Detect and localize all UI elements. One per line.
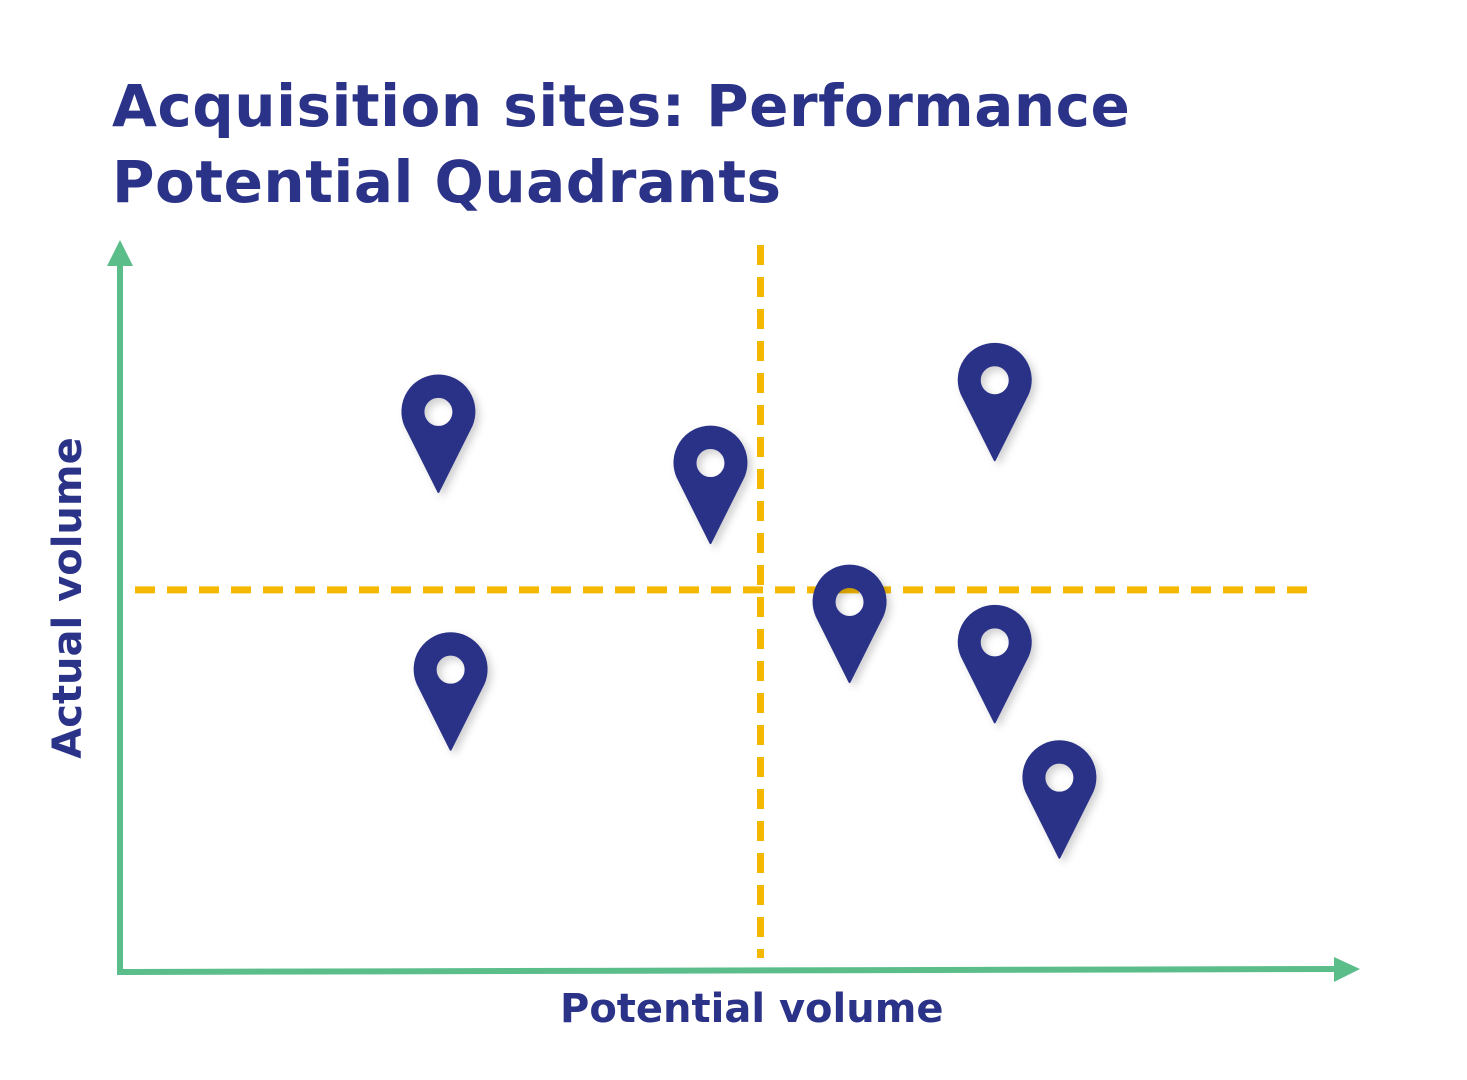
map-pin-icon point-3 bbox=[957, 342, 1032, 462]
x-axis bbox=[116, 966, 1339, 975]
y-axis-label: Actual volume bbox=[45, 437, 91, 759]
chart-title-line-1: Acquisition sites: Performance bbox=[112, 72, 1131, 140]
chart-title-line-2: Potential Quadrants bbox=[112, 148, 782, 216]
y-axis-arrow bbox=[107, 240, 133, 266]
points bbox=[401, 342, 1097, 859]
x-axis-label: Potential volume bbox=[560, 986, 944, 1032]
chart-title: Acquisition sites: Performance Potential… bbox=[112, 68, 1130, 220]
x-axis-arrow bbox=[1334, 957, 1360, 982]
map-pin-icon point-1 bbox=[401, 374, 476, 493]
axes bbox=[107, 240, 1360, 982]
map-pin-icon point-6 bbox=[957, 605, 1032, 724]
map-pin-icon point-4 bbox=[812, 564, 887, 683]
threshold-lines bbox=[135, 245, 1310, 958]
map-pin-icon point-2 bbox=[673, 425, 748, 545]
map-pin-icon point-5 bbox=[413, 632, 488, 751]
map-pin-icon point-7 bbox=[1022, 740, 1097, 859]
